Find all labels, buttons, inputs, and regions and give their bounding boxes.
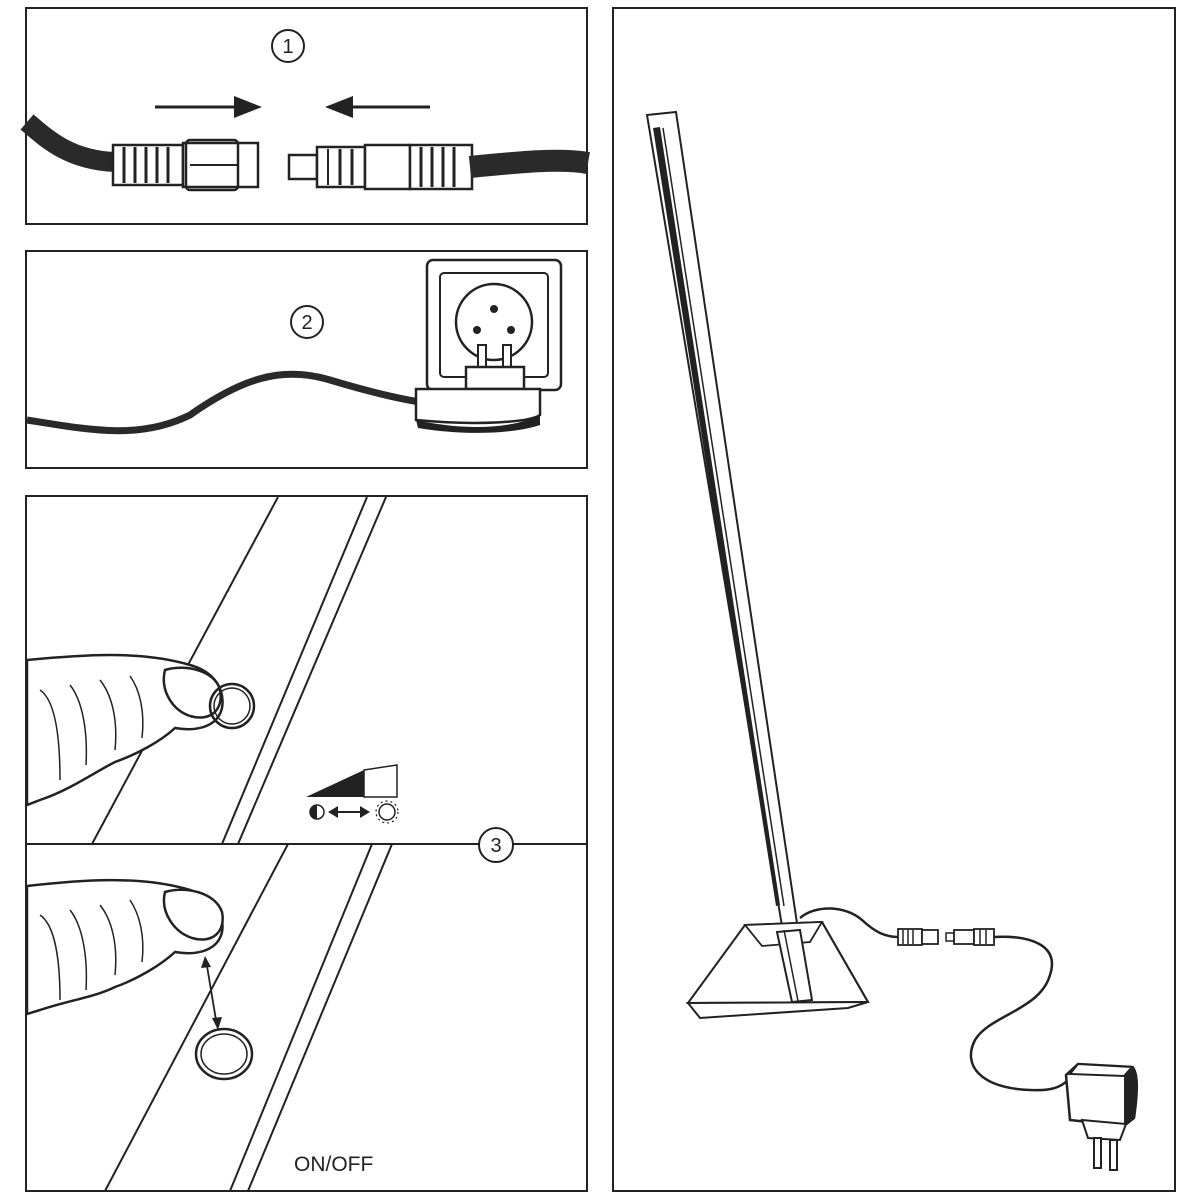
female-plug	[111, 138, 260, 192]
double-arrow-icon	[328, 806, 370, 818]
power-adapter-icon	[414, 344, 542, 433]
male-plug	[287, 143, 474, 191]
step-3-badge: 3	[478, 827, 514, 863]
dimming-illustration	[27, 497, 399, 844]
lamp-base	[685, 920, 870, 1020]
lamp-cable	[799, 907, 899, 939]
dimmer-ramp-icon	[306, 764, 398, 798]
touch-button-icon	[194, 1027, 254, 1081]
cable-connector	[897, 928, 995, 946]
step-3-number: 3	[490, 835, 501, 857]
power-adapter-icon	[1064, 1062, 1138, 1171]
press-arrow-icon	[201, 956, 222, 1030]
adapter-cable	[26, 370, 421, 435]
arrow-left-icon	[325, 96, 430, 118]
adapter-cable	[969, 935, 1069, 1092]
step-1-badge: 1	[271, 29, 305, 63]
panel-touch-control: 3 ON/OFF	[25, 495, 588, 1192]
panel-connect-cable: 1	[20, 7, 590, 225]
wall-socket-icon	[425, 258, 563, 392]
arrow-right-icon	[155, 96, 262, 118]
hand-icon	[27, 878, 224, 1016]
panel-plug-in: 2	[25, 250, 588, 469]
step-2-number: 2	[301, 312, 312, 334]
panel-floor-lamp	[612, 7, 1176, 1192]
left-cable	[20, 114, 116, 172]
bright-sun-icon	[375, 800, 399, 824]
on-off-illustration: ON/OFF	[27, 844, 393, 1191]
step-1-number: 1	[282, 36, 293, 58]
right-cable	[468, 149, 590, 178]
hand-icon	[27, 653, 224, 807]
step-2-badge: 2	[290, 305, 324, 339]
dark-bulb-icon	[309, 804, 325, 820]
touch-button-icon	[208, 682, 256, 730]
on-off-label: ON/OFF	[294, 1153, 373, 1176]
